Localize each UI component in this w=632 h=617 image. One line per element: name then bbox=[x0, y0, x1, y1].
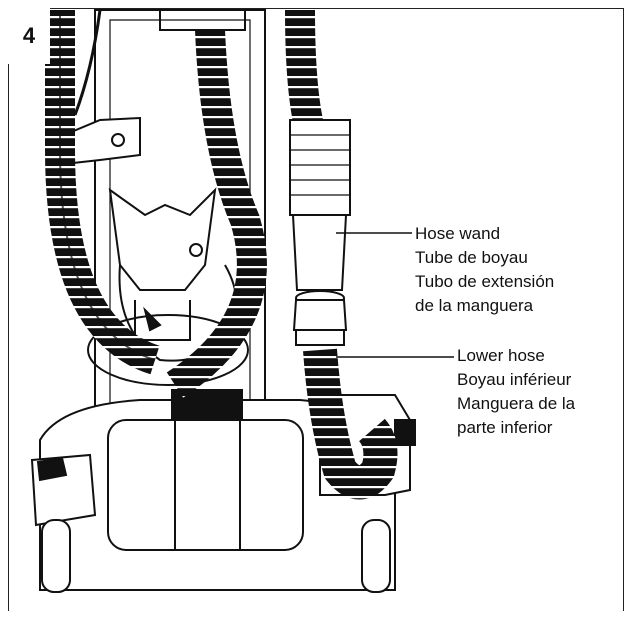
lower-hose bbox=[303, 348, 398, 500]
lower-hose-label-es-2: parte inferior bbox=[457, 418, 553, 437]
upper-right-hose bbox=[285, 9, 325, 134]
lower-hose-label-fr: Boyau inférieur bbox=[457, 370, 572, 389]
middle-hose bbox=[166, 29, 267, 398]
lower-hose-label-en: Lower hose bbox=[457, 346, 545, 365]
lower-hose-label-es-1: Manguera de la bbox=[457, 394, 576, 413]
hose-wand bbox=[289, 119, 351, 346]
lower-hose-label: Lower hose Boyau inférieur Manguera de l… bbox=[457, 344, 575, 440]
hose-wand-label-es-1: Tubo de extensión bbox=[415, 272, 555, 291]
left-hose bbox=[45, 10, 161, 375]
hose-wand-label-es-2: de la manguera bbox=[415, 296, 534, 315]
hose-wand-label-fr: Tube de boyau bbox=[415, 248, 528, 267]
hose-wand-label: Hose wand Tube de boyau Tubo de extensió… bbox=[415, 222, 554, 318]
figure-frame bbox=[8, 8, 624, 611]
callout-leaders bbox=[336, 232, 454, 358]
dust-cup bbox=[87, 187, 249, 386]
hose-wand-label-en: Hose wand bbox=[415, 224, 501, 243]
step-number: 4 bbox=[8, 8, 50, 64]
